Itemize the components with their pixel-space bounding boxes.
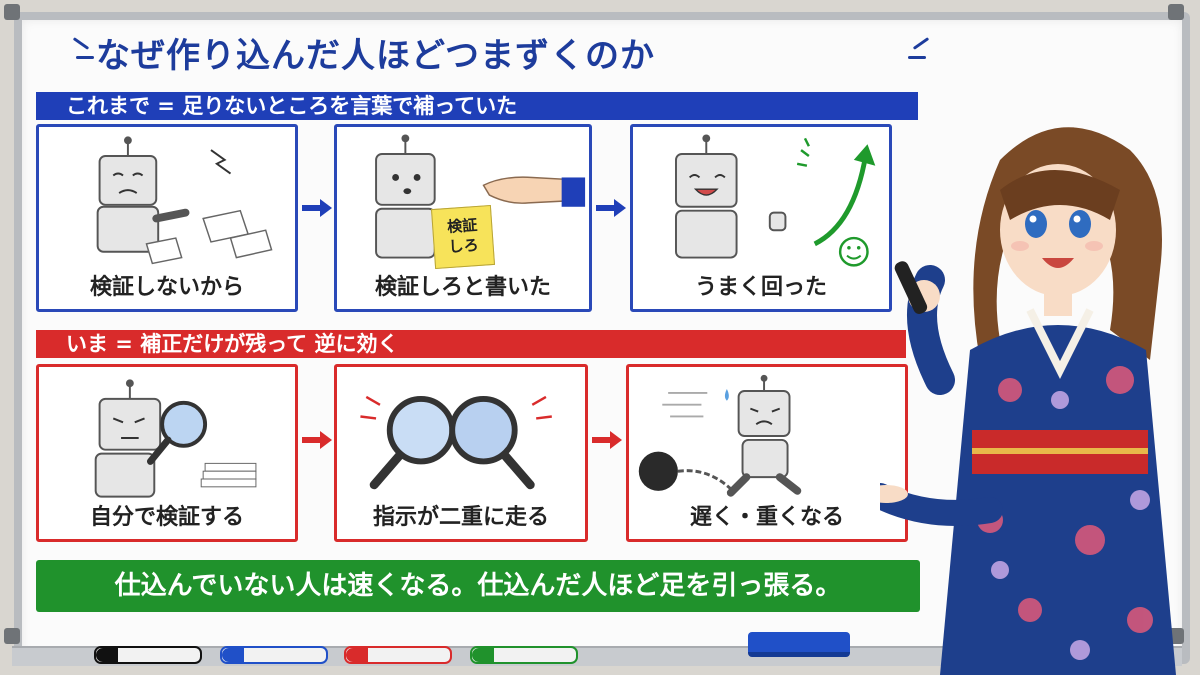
page-title: なぜ作り込んだ人ほどつまずくのか bbox=[96, 36, 655, 76]
board-corner bbox=[4, 4, 20, 20]
arrow-right-icon bbox=[302, 431, 332, 449]
panel-caption: 指示が二重に走る bbox=[372, 505, 549, 530]
robot-with-sticky-note-illustration bbox=[375, 134, 586, 259]
panel-caption: 検証しろと書いた bbox=[374, 275, 551, 300]
green-marker bbox=[470, 646, 578, 664]
title-accent-mark bbox=[908, 56, 926, 59]
blue-marker bbox=[220, 646, 328, 664]
board-corner bbox=[4, 628, 20, 644]
arrow-right-icon bbox=[592, 431, 622, 449]
section-now-label: いま = 補正だけが残って 逆に効く bbox=[36, 330, 906, 358]
black-marker bbox=[94, 646, 202, 664]
sticky-note-text: 検証 しろ bbox=[446, 216, 480, 257]
robot-with-magnifier-illustration bbox=[94, 379, 257, 498]
panel-caption: 検証しないから bbox=[89, 275, 244, 300]
panel-self-verify: 自分で検証する bbox=[36, 364, 298, 542]
double-magnifier-illustration bbox=[360, 395, 552, 490]
panel-caption: 遅く・重くなる bbox=[689, 505, 844, 530]
panel-wrote-verify: 検証 しろ 検証しろと書いた bbox=[334, 124, 592, 312]
panel-slow-heavy: 遅く・重くなる bbox=[626, 364, 908, 542]
board-eraser bbox=[748, 632, 850, 657]
panel-double-instruction: 指示が二重に走る bbox=[334, 364, 588, 542]
robot-ball-and-chain-illustration bbox=[638, 374, 802, 497]
arrow-right-icon bbox=[302, 199, 332, 217]
panel-caption: 自分で検証する bbox=[89, 505, 244, 530]
panel-caption: うまく回った bbox=[694, 275, 827, 300]
conclusion-banner: 仕込んでいない人は速くなる。仕込んだ人ほど足を引っ張る。 bbox=[36, 560, 920, 612]
board-corner bbox=[1168, 4, 1184, 20]
sad-robot-illustration bbox=[96, 136, 273, 265]
happy-robot-illustration bbox=[675, 134, 876, 267]
panel-no-verification: 検証しないから bbox=[36, 124, 298, 312]
arrow-right-icon bbox=[596, 199, 626, 217]
red-marker bbox=[344, 646, 452, 664]
presenter-girl-in-yukata bbox=[880, 127, 1176, 675]
panel-went-well: うまく回った bbox=[630, 124, 892, 312]
sticky-note: 検証 しろ bbox=[430, 204, 496, 270]
title-accent-mark bbox=[76, 56, 94, 59]
section-before-label: これまで = 足りないところを言葉で補っていた bbox=[36, 92, 918, 120]
